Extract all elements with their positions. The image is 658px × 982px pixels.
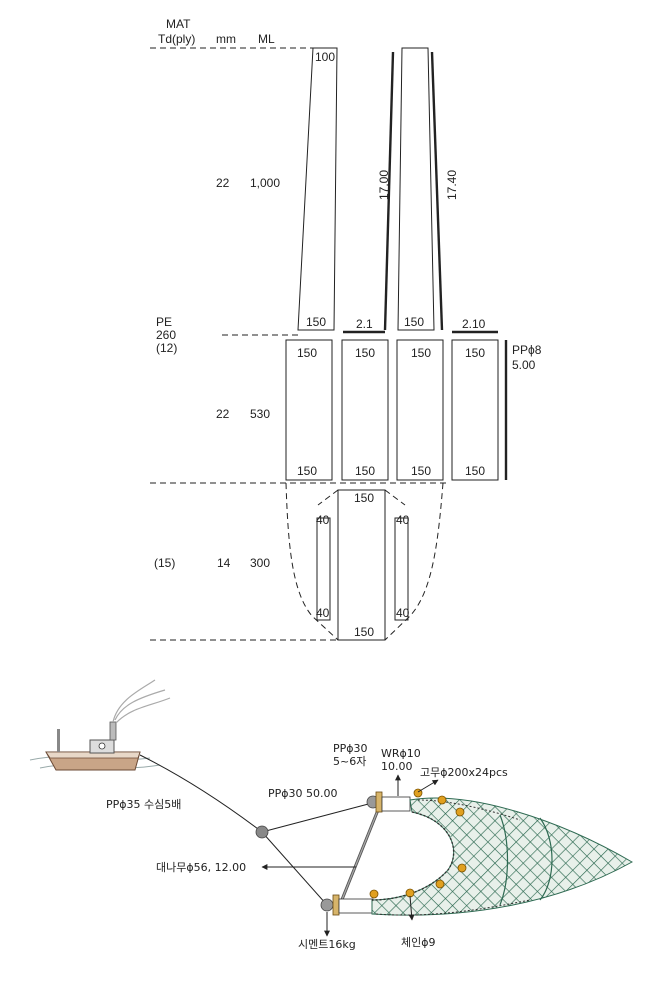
codend-right-bottom: 40	[396, 606, 410, 620]
side-rope-label: PPϕ8	[512, 343, 542, 357]
codend-bottom-meshes: 150	[354, 625, 374, 639]
wing-length-left: 17.00	[377, 170, 391, 200]
bar-left-value: 2.1	[356, 317, 373, 331]
mid-panel-2-top: 150	[355, 346, 375, 360]
mat-header: MAT	[166, 17, 191, 31]
lower-bridle	[261, 831, 328, 906]
cement-sinker	[320, 898, 334, 912]
mid-panel-3-bottom: 150	[411, 464, 431, 478]
ml-header: ML	[258, 32, 275, 46]
float	[457, 863, 467, 873]
spec-header: MAT Td(ply) mm ML	[158, 17, 275, 46]
sinker-label: 시멘트16kg	[298, 938, 356, 951]
codend-right-taper	[384, 482, 444, 641]
mid-panel-1-bottom: 150	[297, 464, 317, 478]
codend-left-top: 40	[316, 513, 330, 527]
mid-panel-4	[451, 339, 499, 481]
bar-right-value: 2.10	[462, 317, 486, 331]
mid-panel-3-top: 150	[411, 346, 431, 360]
td-ply-header: Td(ply)	[158, 32, 195, 46]
wing-panel-top-meshes: 100	[315, 50, 335, 64]
boat-smoke	[112, 679, 171, 724]
codend-left-bottom: 40	[316, 606, 330, 620]
towline-label: PPϕ35 수심5배	[106, 798, 181, 811]
mid-panel-2	[341, 339, 389, 481]
body-panel-bottom-meshes: 150	[404, 315, 424, 329]
codend-center-panel	[337, 489, 386, 641]
boat-funnel	[109, 721, 117, 741]
section-codend-spec: (15) 14 300	[154, 556, 270, 570]
section-codend-mm: 14	[217, 556, 231, 570]
float	[435, 879, 445, 889]
wing-length-right: 17.40	[445, 170, 459, 200]
frame-lower	[338, 898, 374, 914]
wing-panel-outline	[297, 47, 338, 331]
float	[455, 807, 465, 817]
chain-label: 체인ϕ9	[401, 936, 436, 949]
mid-panel-1	[285, 339, 333, 481]
section-body-mm: 22	[216, 407, 230, 421]
leader-arrows	[261, 774, 439, 937]
codend-right-strip	[394, 517, 409, 621]
bar-label-left: 2.1	[343, 317, 385, 334]
section-wing-ml: 1,000	[250, 176, 280, 190]
mid-panel-2-bottom: 150	[355, 464, 375, 478]
mm-header: mm	[216, 32, 236, 46]
float	[437, 795, 447, 805]
section-wing-spec: 22 1,000	[216, 176, 280, 190]
side-rope: PPϕ8 5.00	[504, 340, 542, 480]
bar-label-right: 2.10	[452, 317, 498, 334]
codend-right-join	[384, 489, 406, 506]
wing-panel: 100 150	[297, 47, 338, 331]
net-body	[369, 788, 634, 916]
body-panel: 150 17.00 17.40	[377, 47, 459, 331]
section-codend-ml: 300	[250, 556, 270, 570]
wing-length-left-line	[383, 51, 395, 331]
float	[405, 888, 415, 898]
towline	[139, 754, 263, 833]
wing-panel-bottom-meshes: 150	[306, 315, 326, 329]
mid-panels: 150 150 150 150 150 150 150 150	[285, 339, 499, 481]
mid-panel-4-bottom: 150	[465, 464, 485, 478]
frame-upper	[381, 796, 411, 812]
mid-panel-4-top: 150	[465, 346, 485, 360]
bridle-label: PPϕ30 50.00	[268, 787, 338, 800]
upper-bridle	[261, 801, 377, 833]
codend-left-join	[317, 489, 339, 506]
codend-left-taper	[285, 482, 339, 641]
float	[369, 889, 379, 899]
codend-top-meshes: 150	[354, 491, 374, 505]
side-rope-length: 5.00	[512, 358, 536, 372]
codend-right-top: 40	[396, 513, 410, 527]
section-codend-mat: (15)	[154, 556, 175, 570]
section-body-ml: 530	[250, 407, 270, 421]
mid-panel-3	[396, 339, 444, 481]
section-wing-mm: 22	[216, 176, 230, 190]
bridle-junction	[255, 825, 269, 839]
mid-panel-1-top: 150	[297, 346, 317, 360]
codend: 150 150 40 40 40 40	[285, 482, 444, 641]
wing-length-right-line	[430, 51, 444, 331]
codend-left-strip	[316, 517, 331, 621]
rigging-lines	[139, 754, 411, 916]
bamboo-label: 대나무ϕ56, 12.00	[156, 861, 246, 874]
float-label: 고무ϕ200x24pcs	[420, 766, 508, 779]
boat-illustration	[29, 679, 171, 771]
body-panel-outline	[397, 47, 435, 331]
